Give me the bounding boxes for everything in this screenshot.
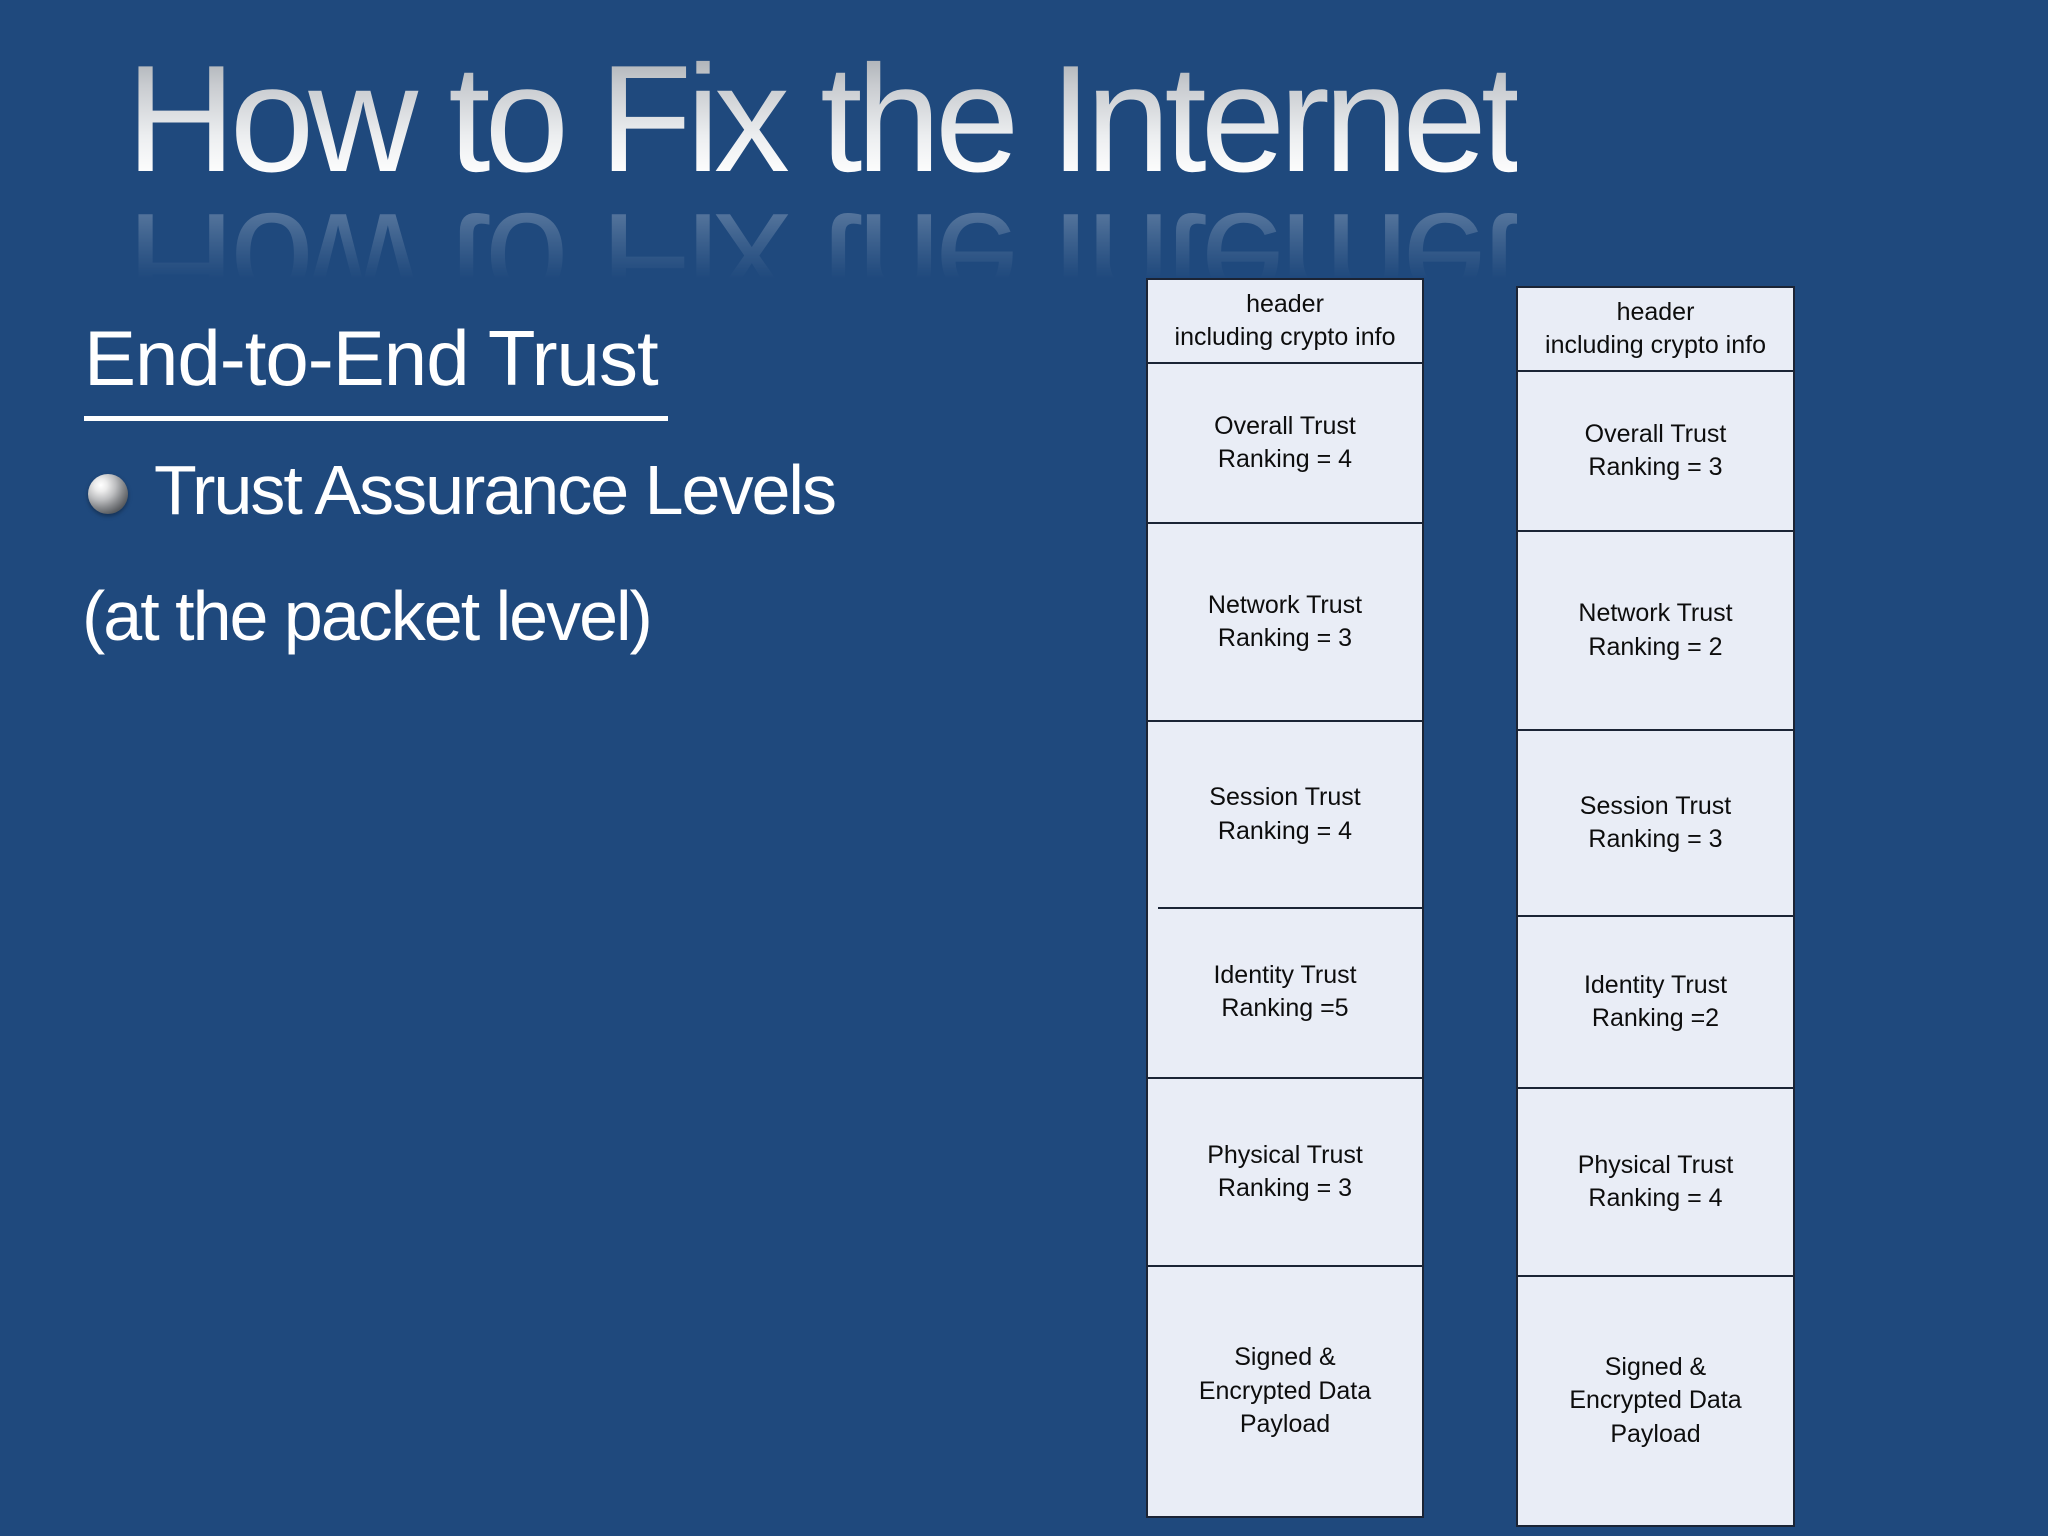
packet2-overall-trust-segment: Overall Trust Ranking = 3	[1518, 370, 1793, 530]
packet1-network-trust-segment: Network Trust Ranking = 3	[1148, 522, 1422, 720]
bullet-item: Trust Assurance Levels	[88, 451, 837, 529]
packet1-physical-trust-segment: Physical Trust Ranking = 3	[1148, 1077, 1422, 1265]
packet2-network-trust-segment: Network Trust Ranking = 2	[1518, 530, 1793, 729]
bullet-item-subtext: (at the packet level)	[82, 577, 653, 655]
sphere-bullet-icon	[88, 474, 128, 514]
packet-column-2: header including crypto info Overall Tru…	[1516, 286, 1795, 1527]
section-heading-text: End-to-End Trust	[84, 317, 668, 421]
packet2-physical-trust-segment: Physical Trust Ranking = 4	[1518, 1087, 1793, 1275]
packet1-session-trust-segment: Session Trust Ranking = 4	[1148, 720, 1422, 907]
packet-column-1: header including crypto info Overall Tru…	[1146, 278, 1424, 1518]
section-heading: End-to-End Trust	[84, 317, 668, 421]
packet1-overall-trust-segment: Overall Trust Ranking = 4	[1148, 362, 1422, 522]
bullet-item-label: Trust Assurance Levels	[154, 451, 837, 529]
packet2-payload-segment: Signed & Encrypted Data Payload	[1518, 1275, 1793, 1525]
packet1-header-segment: header including crypto info	[1148, 280, 1422, 362]
slide-title: How to Fix the Internet	[126, 34, 1523, 204]
packet1-payload-segment: Signed & Encrypted Data Payload	[1148, 1265, 1422, 1516]
packet2-session-trust-segment: Session Trust Ranking = 3	[1518, 729, 1793, 915]
packet1-identity-trust-segment: Identity Trust Ranking =5	[1148, 907, 1422, 1077]
packet2-identity-trust-segment: Identity Trust Ranking =2	[1518, 915, 1793, 1087]
packet2-header-segment: header including crypto info	[1518, 288, 1793, 370]
